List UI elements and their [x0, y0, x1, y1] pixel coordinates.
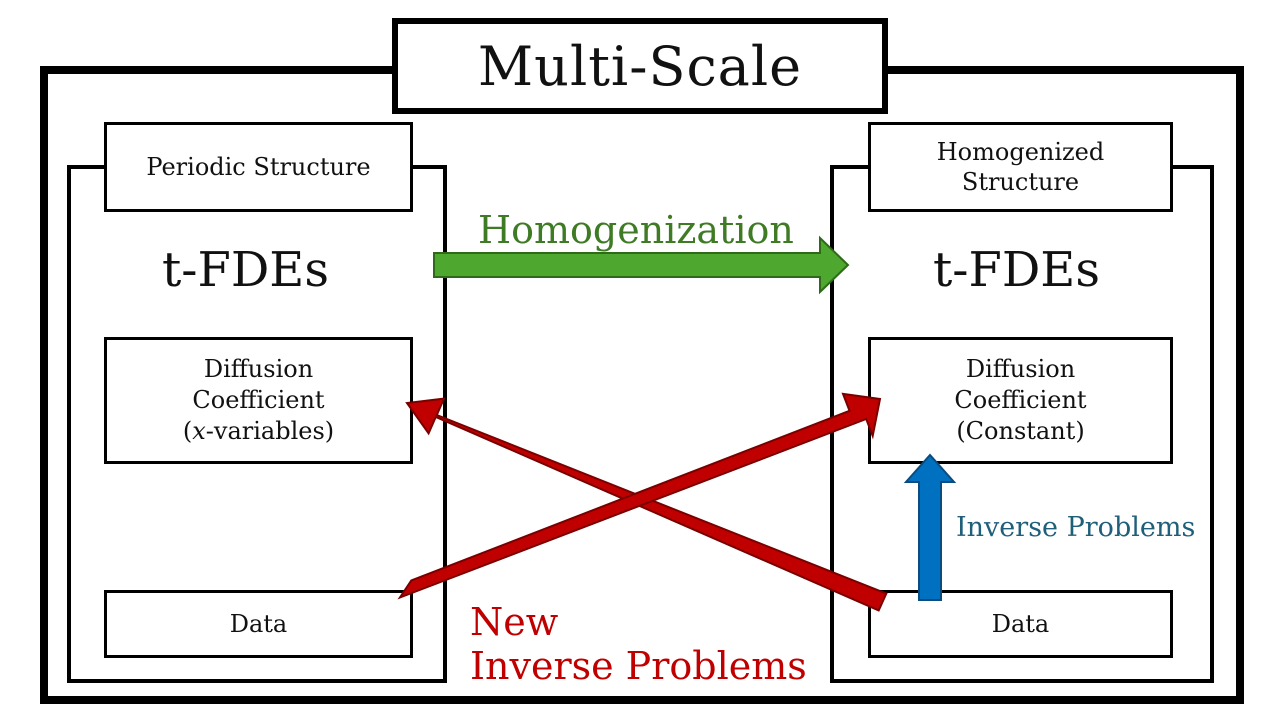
new-label-line2: Inverse Problems	[470, 644, 807, 688]
right-diffusion-line3: (Constant)	[956, 417, 1085, 445]
left-data-label: Data	[229, 610, 288, 638]
right-data-box: Data	[868, 590, 1173, 658]
page-title: Multi-Scale	[477, 34, 803, 98]
left-data-box: Data	[104, 590, 413, 658]
right-diffusion-line1: Diffusion	[965, 355, 1076, 383]
right-diffusion-line2: Coefficient	[954, 386, 1087, 414]
homogenized-structure-line2: Structure	[961, 168, 1080, 196]
left-diffusion-rest: -variables)	[205, 417, 335, 445]
right-tfdes-label: t-FDEs	[933, 242, 1100, 298]
inverse-problems-label: Inverse Problems	[956, 512, 1196, 543]
left-diffusion-line1: Diffusion	[203, 355, 314, 383]
right-diffusion-box: Diffusion Coefficient (Constant)	[868, 337, 1173, 464]
left-diffusion-line2: Coefficient	[192, 386, 325, 414]
new-label-line1: New	[470, 600, 559, 644]
right-data-label: Data	[991, 610, 1050, 638]
homogenization-label: Homogenization	[478, 208, 794, 252]
homogenized-structure-line1: Homogenized	[936, 138, 1105, 166]
left-diffusion-open: (	[182, 417, 193, 445]
periodic-structure-label: Periodic Structure	[146, 153, 371, 181]
left-tfdes-label: t-FDEs	[162, 242, 329, 298]
new-inverse-problems-label: New Inverse Problems	[470, 600, 807, 688]
periodic-structure-box: Periodic Structure	[104, 122, 413, 212]
x-variable: x	[192, 417, 206, 445]
left-diffusion-box: Diffusion Coefficient (x-variables)	[104, 337, 413, 464]
left-diffusion-line3: (x-variables)	[183, 416, 334, 447]
title-box: Multi-Scale	[392, 18, 888, 114]
homogenized-structure-box: Homogenized Structure	[868, 122, 1173, 212]
